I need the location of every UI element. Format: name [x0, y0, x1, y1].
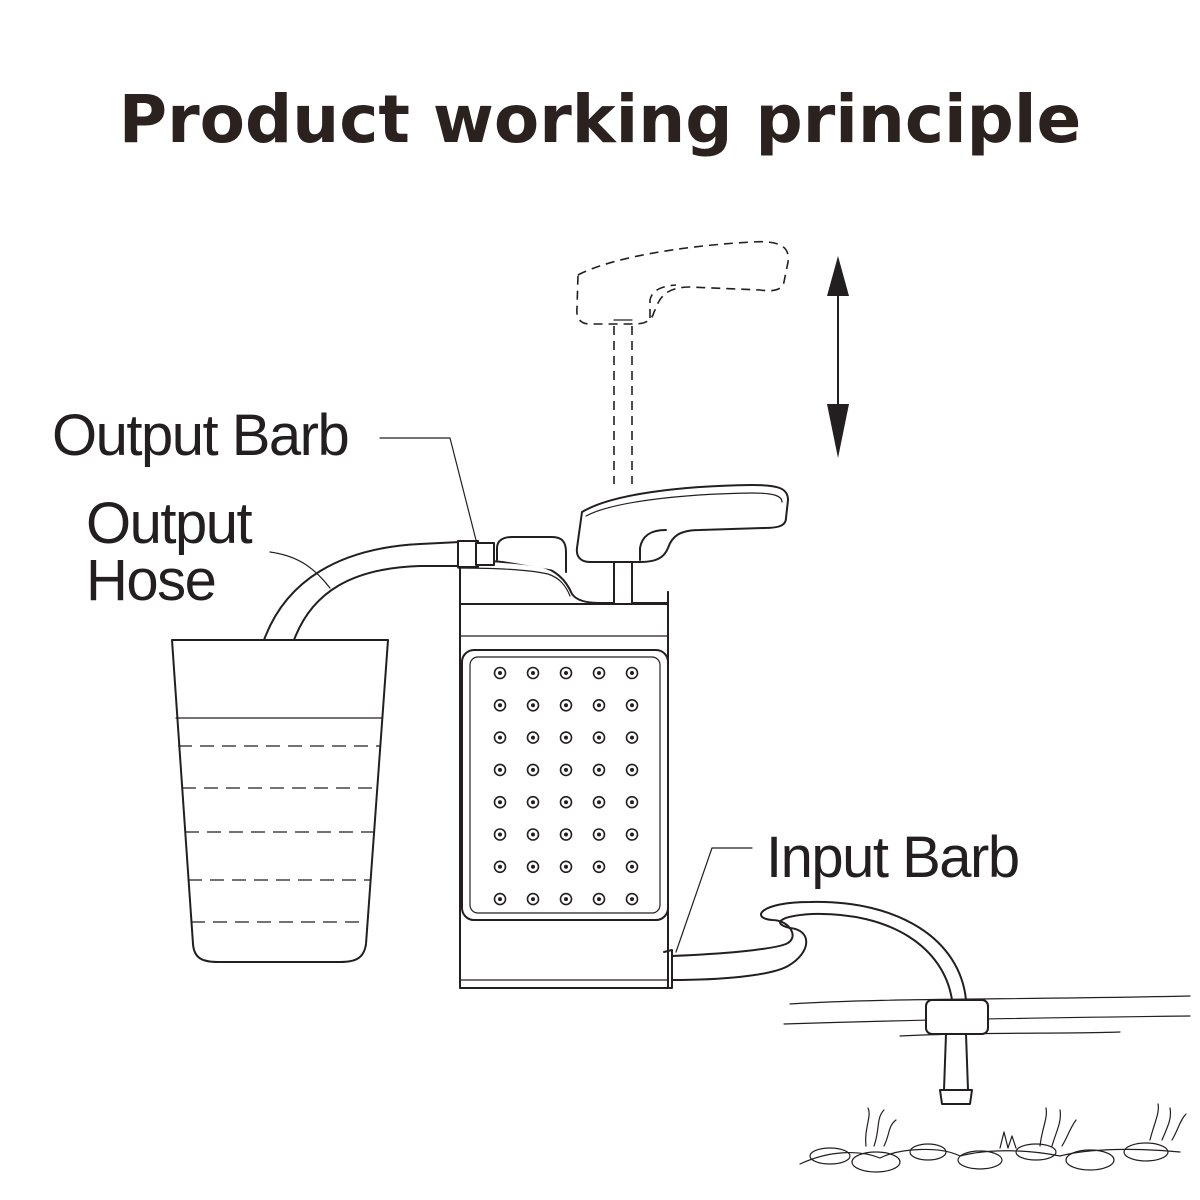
vent-hole-center: [630, 897, 634, 902]
vent-hole-center: [531, 671, 535, 675]
vent-hole-center: [630, 832, 634, 837]
vent-hole: [526, 828, 540, 841]
pump-handle: [575, 484, 789, 563]
vent-hole: [625, 892, 639, 906]
vent-hole: [559, 666, 573, 680]
vent-hole: [493, 892, 507, 906]
output-hose-label-line2: Hose: [86, 548, 215, 613]
vent-hole-center: [564, 767, 568, 772]
vent-hole-center: [564, 832, 568, 837]
pump-body: [457, 536, 673, 989]
vent-hole-center: [564, 703, 568, 708]
vent-hole: [493, 828, 507, 841]
vent-hole-center: [597, 864, 601, 869]
riverbed-stones: [799, 1103, 1187, 1173]
vent-hole: [493, 860, 507, 874]
vent-hole: [559, 731, 573, 744]
vent-hole-center: [498, 767, 502, 772]
vent-hole: [625, 698, 639, 712]
vent-hole-center: [498, 897, 502, 902]
vent-hole-center: [531, 832, 535, 837]
vent-hole: [592, 795, 606, 809]
vent-hole-center: [564, 735, 568, 740]
intake-filter: [925, 999, 989, 1105]
vent-hole-center: [630, 735, 634, 740]
vent-hole: [625, 731, 639, 744]
vent-hole: [592, 666, 606, 680]
vent-hole-center: [597, 671, 601, 675]
vent-hole-center: [564, 864, 568, 869]
vent-hole: [493, 795, 507, 809]
vent-hole-center: [498, 800, 502, 805]
vent-hole-center: [630, 864, 634, 869]
vent-hole-center: [498, 735, 502, 740]
vent-hole: [592, 698, 606, 712]
vent-hole-center: [630, 800, 634, 805]
vent-hole-center: [498, 864, 502, 869]
vent-hole: [592, 828, 606, 841]
vent-hole: [625, 763, 639, 777]
vent-hole: [592, 892, 606, 906]
vent-hole: [493, 666, 507, 680]
vent-hole-center: [498, 832, 502, 837]
vent-hole: [493, 698, 507, 712]
vent-hole: [559, 795, 573, 809]
raised-handle-outline: [576, 240, 790, 484]
vent-hole: [526, 763, 540, 777]
input-hose: [671, 900, 967, 1001]
vent-hole-center: [531, 864, 535, 869]
output-barb-label: Output Barb: [52, 403, 348, 468]
water-cup: [171, 639, 389, 963]
vent-hole: [493, 731, 507, 744]
vent-hole-center: [630, 767, 634, 772]
vent-hole: [592, 731, 606, 744]
vent-hole: [526, 698, 540, 712]
vent-hole: [625, 828, 639, 841]
vent-hole: [526, 860, 540, 874]
vent-hole: [559, 763, 573, 777]
vent-hole: [559, 892, 573, 906]
vent-hole-center: [630, 671, 634, 675]
vent-hole-center: [597, 832, 601, 837]
vent-hole-center: [498, 703, 502, 708]
vent-hole-center: [597, 897, 601, 902]
vent-hole: [526, 892, 540, 906]
vent-hole-center: [597, 767, 601, 772]
vent-hole: [625, 795, 639, 809]
vent-hole: [559, 860, 573, 874]
vent-hole-center: [531, 800, 535, 805]
vent-hole: [526, 666, 540, 680]
vent-hole-grid: [493, 666, 639, 906]
vent-hole-center: [597, 703, 601, 708]
vent-hole-center: [531, 767, 535, 772]
vent-hole: [493, 763, 507, 777]
vent-hole: [625, 666, 639, 680]
vent-hole: [559, 698, 573, 712]
vent-hole-center: [630, 703, 634, 708]
vent-hole-center: [498, 671, 502, 675]
output-hose: [263, 540, 495, 641]
output-hose-label-line1: Output: [86, 491, 252, 556]
vent-hole-center: [531, 897, 535, 902]
label-leaders: [269, 437, 753, 953]
vent-hole: [592, 860, 606, 874]
vent-hole-center: [597, 735, 601, 740]
vent-hole: [526, 731, 540, 744]
vent-hole-center: [564, 897, 568, 902]
diagram-title: Product working principle: [119, 81, 1082, 158]
vent-hole-center: [531, 735, 535, 740]
vent-hole-center: [531, 703, 535, 708]
vent-hole: [526, 795, 540, 809]
vent-hole: [625, 860, 639, 874]
vent-hole-center: [597, 800, 601, 805]
vent-hole-center: [564, 800, 568, 805]
up-down-arrow-icon: [827, 256, 849, 458]
vent-hole-center: [564, 671, 568, 675]
vent-hole: [592, 763, 606, 777]
input-barb-label: Input Barb: [766, 825, 1019, 890]
vent-hole: [559, 828, 573, 841]
